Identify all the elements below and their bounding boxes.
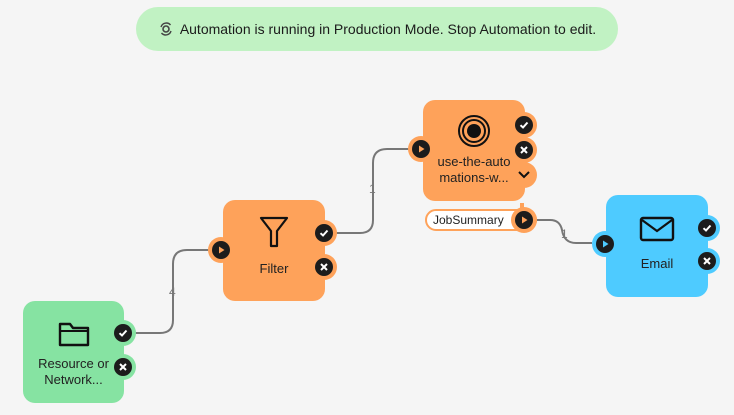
- filter-node[interactable]: Filter: [223, 200, 325, 301]
- email-node-title: Email: [640, 256, 674, 271]
- email-success-port[interactable]: [694, 215, 720, 241]
- resource-node-title-line1: Resource or: [38, 356, 109, 371]
- automation-success-port[interactable]: [511, 112, 537, 138]
- play-icon: [419, 145, 425, 153]
- automation-failure-port[interactable]: [511, 137, 537, 163]
- edge-filter-automation[interactable]: [336, 148, 410, 234]
- check-icon: [702, 224, 712, 232]
- filter-failure-port[interactable]: [311, 254, 337, 280]
- filter-success-port[interactable]: [311, 220, 337, 246]
- sync-running-icon: [160, 22, 172, 36]
- filter-input-port[interactable]: [208, 237, 234, 263]
- edge-resource-filter[interactable]: [135, 249, 210, 334]
- output-connector: [520, 203, 524, 209]
- check-icon: [118, 329, 128, 337]
- email-failure-port[interactable]: [694, 248, 720, 274]
- x-icon: [703, 257, 711, 265]
- automation-node[interactable]: use-the-auto mations-w...: [423, 100, 525, 201]
- resource-node-title-line2: Network...: [44, 372, 103, 387]
- x-icon: [320, 263, 328, 271]
- edge-label-resource-filter: 4: [169, 285, 176, 299]
- play-icon: [219, 246, 225, 254]
- jobsummary-output-port[interactable]: [511, 207, 537, 233]
- email-input-port[interactable]: [592, 231, 618, 257]
- output-jobsummary-label: JobSummary: [433, 213, 504, 227]
- banner-text: Automation is running in Production Mode…: [179, 21, 597, 37]
- x-icon: [119, 363, 127, 371]
- chevron-down-icon: [518, 171, 530, 179]
- automation-node-title-line2: mations-w...: [439, 170, 509, 185]
- play-icon: [603, 240, 609, 248]
- x-icon: [520, 146, 528, 154]
- resource-failure-port[interactable]: [110, 354, 136, 380]
- production-mode-banner: Automation is running in Production Mode…: [136, 7, 618, 51]
- check-icon: [319, 229, 329, 237]
- edge-label-automation-email: 1: [561, 227, 568, 241]
- edge-automation-email[interactable]: [536, 219, 592, 244]
- envelope-icon: [639, 216, 675, 242]
- automation-node-title-line1: use-the-auto: [437, 154, 511, 169]
- resource-success-port[interactable]: [110, 320, 136, 346]
- folder-icon: [58, 322, 89, 347]
- resource-node[interactable]: Resource or Network...: [23, 301, 124, 403]
- automation-expand-button[interactable]: [511, 162, 537, 188]
- output-jobsummary[interactable]: JobSummary: [425, 209, 537, 231]
- edge-label-filter-automation: 1: [369, 182, 376, 196]
- play-icon: [522, 216, 528, 224]
- target-icon: [458, 115, 490, 147]
- filter-node-title: Filter: [259, 261, 289, 276]
- check-icon: [519, 121, 529, 129]
- filter-icon: [259, 216, 289, 248]
- automation-input-port[interactable]: [408, 136, 434, 162]
- email-node[interactable]: Email: [606, 195, 708, 297]
